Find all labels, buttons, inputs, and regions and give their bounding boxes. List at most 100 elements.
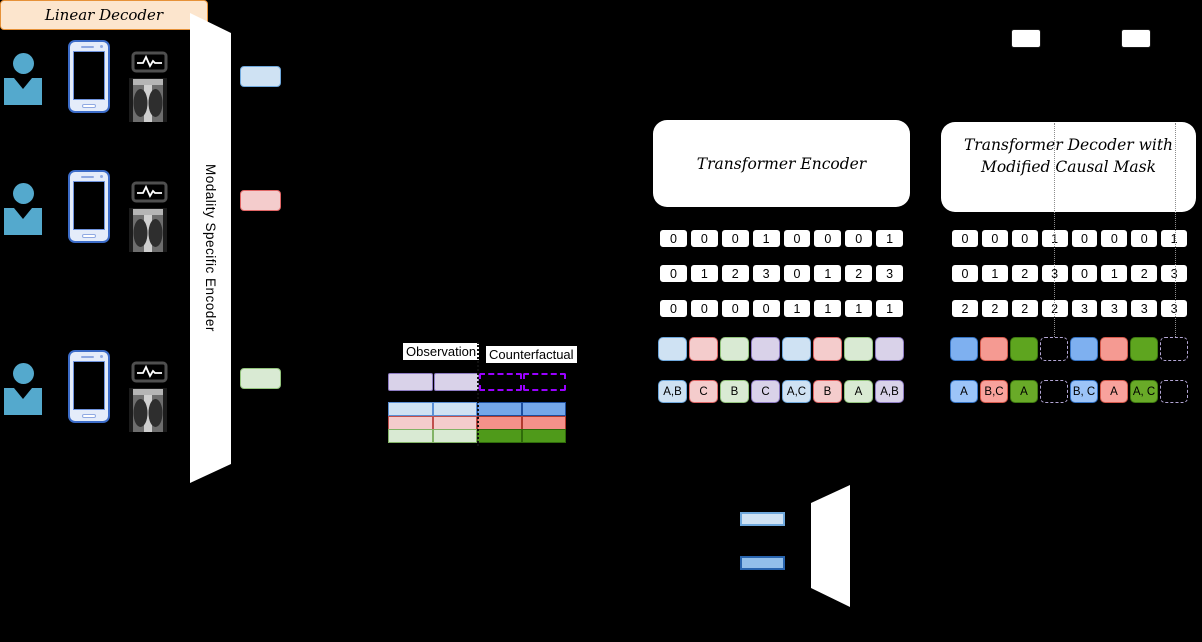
token-embedding-cell xyxy=(751,337,780,361)
flag-cell: 0 xyxy=(659,229,688,248)
patient-id-cell: 3 xyxy=(1160,299,1188,318)
token-embedding-cell xyxy=(658,337,687,361)
chest-xray-image xyxy=(129,208,167,252)
chest-xray-image xyxy=(129,78,167,122)
position-cell: 1 xyxy=(813,264,843,283)
ecg-monitor-icon xyxy=(131,181,168,203)
encoder-token-label-row: A,B C B C A,C B A A,B xyxy=(658,380,904,403)
token-label-cell: A,B xyxy=(875,380,904,403)
embedding-token-patient3 xyxy=(240,368,281,389)
patient-id-cell: 1 xyxy=(782,299,812,318)
position-cell: 2 xyxy=(720,264,750,283)
token-label-cell: B, C xyxy=(1070,380,1098,403)
embedding-token-patient2 xyxy=(240,190,281,211)
token-embedding-cell xyxy=(980,337,1008,361)
person-icon xyxy=(4,53,42,105)
person-icon xyxy=(4,183,42,235)
transformer-decoder-title-line1: Transformer Decoder with xyxy=(963,136,1174,154)
encoder-modality-flag-row: 0 0 0 1 0 0 0 1 xyxy=(659,229,904,248)
position-cell: 3 xyxy=(751,264,781,283)
linear-decoder-label: Linear Decoder xyxy=(44,6,164,24)
counterfactual-treatment-cell xyxy=(523,373,566,391)
flag-cell: 0 xyxy=(980,229,1009,248)
patient-id-cell: 3 xyxy=(1070,299,1099,318)
encoder-position-row: 0 1 2 3 0 1 2 3 xyxy=(659,264,904,283)
patient-id-cell: 0 xyxy=(751,299,781,318)
position-cell: 3 xyxy=(1160,264,1188,283)
patient-id-cell: 2 xyxy=(980,299,1009,318)
observation-label: Observation xyxy=(403,343,480,360)
decoder-modality-flag-row: 0 0 0 1 0 0 0 1 xyxy=(951,229,1188,248)
position-cell: 2 xyxy=(1130,264,1159,283)
patient-id-cell: 2 xyxy=(1010,299,1039,318)
person-icon xyxy=(4,363,42,415)
flag-cell: 0 xyxy=(689,229,719,248)
observation-counterfactual-divider xyxy=(477,342,479,446)
legend-medium-blue-bar xyxy=(740,556,785,570)
causal-mask-guide-line xyxy=(1175,123,1176,337)
ecg-monitor-icon xyxy=(131,51,168,73)
person-torso xyxy=(4,78,42,105)
prediction-output-box xyxy=(1121,29,1151,48)
token-embedding-cell xyxy=(1010,337,1038,361)
token-embedding-cell xyxy=(813,337,842,361)
flag-cell: 0 xyxy=(951,229,979,248)
transformer-decoder-title-line2: Modified Causal Mask xyxy=(980,158,1157,177)
token-label-cell: A xyxy=(1010,380,1038,403)
position-cell: 2 xyxy=(1010,264,1039,283)
decoder-token-label-row: A B,C A B, C A A, C xyxy=(950,380,1188,403)
token-label-cell: A xyxy=(844,380,873,403)
linear-decoder-box: Linear Decoder xyxy=(0,0,208,30)
position-cell: 0 xyxy=(951,264,979,283)
flag-cell: 0 xyxy=(1070,229,1099,248)
token-embedding-cell xyxy=(1070,337,1098,361)
masked-token-cell xyxy=(1040,380,1068,403)
flag-cell: 0 xyxy=(720,229,750,248)
token-embedding-cell xyxy=(1130,337,1158,361)
flag-cell: 0 xyxy=(1100,229,1129,248)
flag-cell: 0 xyxy=(782,229,812,248)
position-cell: 0 xyxy=(1070,264,1099,283)
counterfactual-treatment-cell xyxy=(479,373,522,391)
flag-cell: 1 xyxy=(875,229,904,248)
position-cell: 0 xyxy=(659,264,688,283)
trajectory-row-blue xyxy=(388,402,566,416)
counterfactual-label: Counterfactual xyxy=(486,346,577,363)
transformer-encoder-box: Transformer Encoder xyxy=(653,120,910,207)
token-label-cell: A xyxy=(1100,380,1128,403)
observed-treatment-cell xyxy=(434,373,479,391)
prediction-output-box xyxy=(1011,29,1041,48)
token-label-cell: B,C xyxy=(980,380,1008,403)
token-label-cell: B xyxy=(720,380,749,403)
observed-treatment-cell xyxy=(388,373,433,391)
ecg-monitor-icon xyxy=(131,361,168,383)
position-cell: 1 xyxy=(1100,264,1129,283)
patient-group-2 xyxy=(4,170,170,254)
flag-cell: 1 xyxy=(751,229,781,248)
patient-id-cell: 1 xyxy=(813,299,843,318)
modality-specific-encoder-label: Modality Specific Encoder xyxy=(203,164,218,332)
patient-id-cell: 1 xyxy=(875,299,904,318)
flag-cell: 0 xyxy=(1010,229,1039,248)
token-label-cell: A, C xyxy=(1130,380,1158,403)
flag-cell: 0 xyxy=(813,229,843,248)
modality-specific-encoder: Modality Specific Encoder xyxy=(190,13,231,483)
token-label-cell: A,C xyxy=(782,380,811,403)
token-embedding-cell xyxy=(950,337,978,361)
position-cell: 0 xyxy=(782,264,812,283)
flag-cell: 0 xyxy=(1130,229,1159,248)
decoder-position-row: 0 1 2 3 0 1 2 3 xyxy=(951,264,1188,283)
patient-id-cell: 2 xyxy=(951,299,979,318)
patient-id-cell: 0 xyxy=(659,299,688,318)
flag-cell: 1 xyxy=(1160,229,1188,248)
masked-token-cell xyxy=(1160,337,1188,361)
decoder-token-embedding-row xyxy=(950,337,1188,361)
flag-cell: 0 xyxy=(844,229,874,248)
smartphone-icon xyxy=(68,40,110,113)
patient-group-1 xyxy=(4,40,170,124)
encoder-token-embedding-row xyxy=(658,337,904,361)
token-label-cell: B xyxy=(813,380,842,403)
token-label-cell: A xyxy=(950,380,978,403)
token-embedding-cell xyxy=(875,337,904,361)
transformer-decoder-box: Transformer Decoder with Modified Causal… xyxy=(941,122,1196,212)
